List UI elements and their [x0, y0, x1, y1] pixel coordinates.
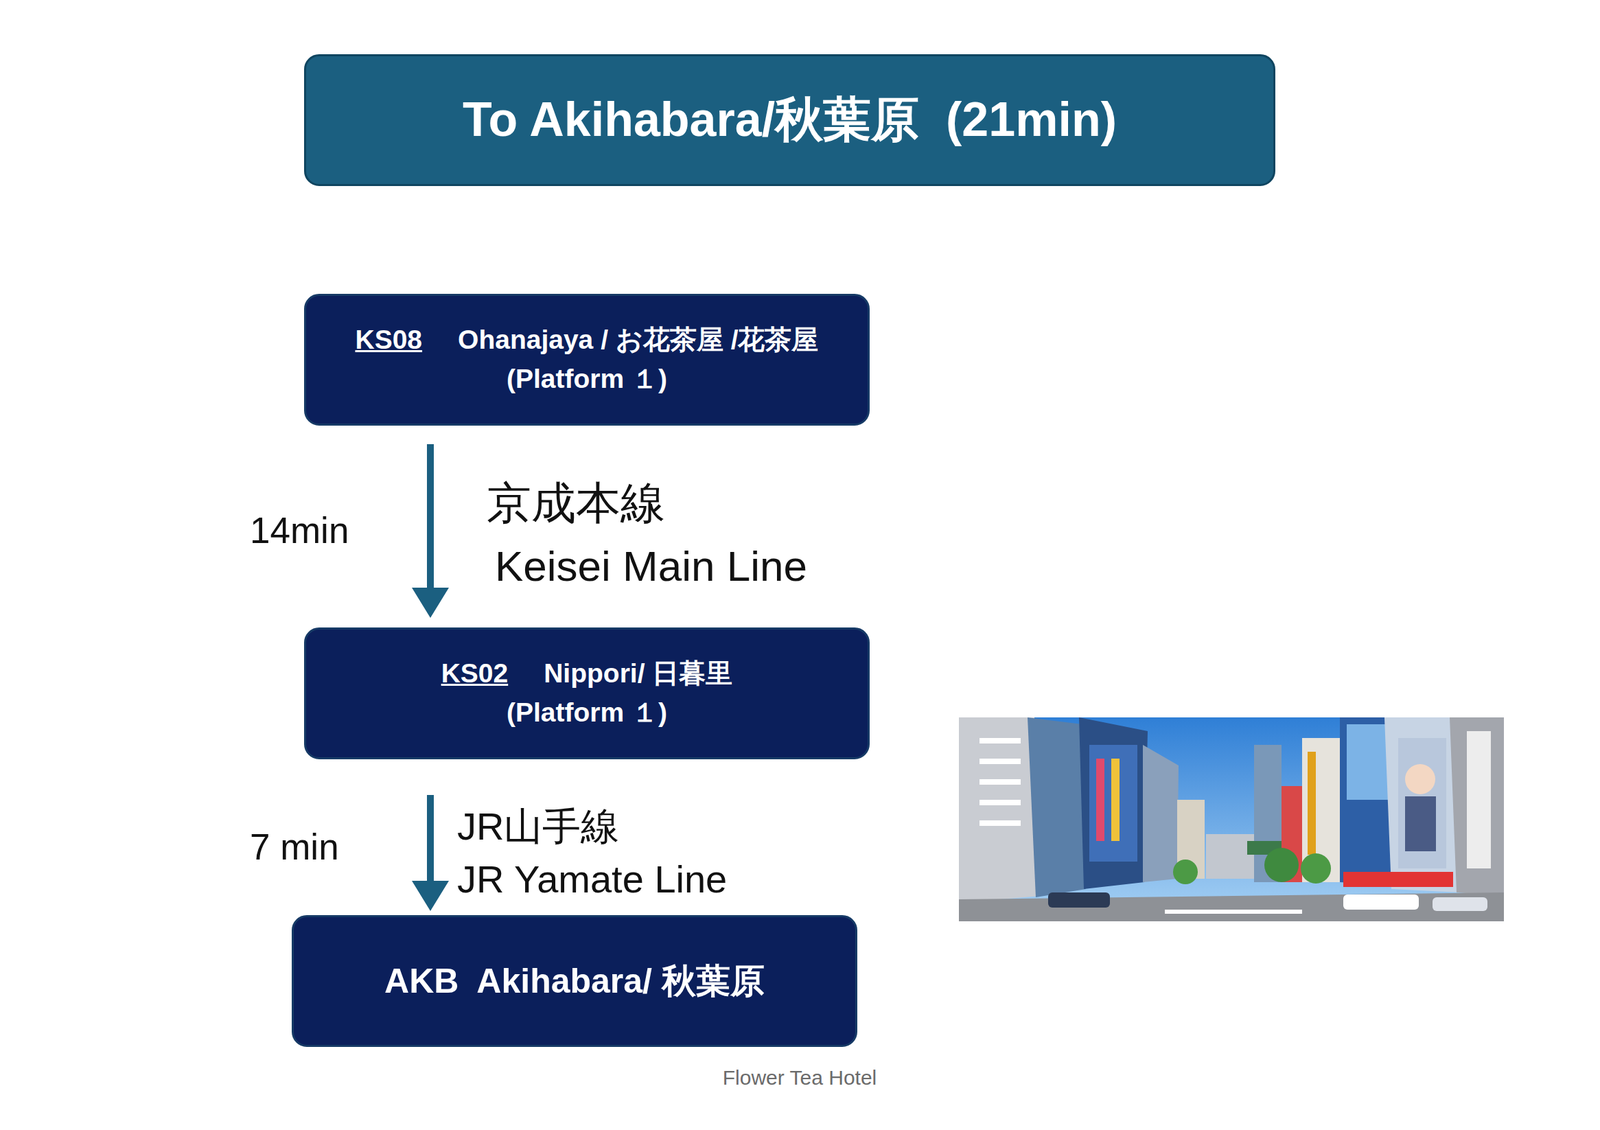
line-name: JR山手線: [457, 803, 620, 850]
text-row: AKB Akihabara/ 秋葉原: [384, 956, 765, 1007]
route-arrow: [411, 794, 449, 911]
akihabara-photo: [958, 717, 1504, 922]
station-text-group: KS08 Ohanajaya / お花茶屋 /花茶屋(Platform １): [354, 320, 819, 399]
travel-time: 7 min: [249, 825, 340, 869]
arrow-shaft: [426, 444, 434, 591]
station-box: KS08 Ohanajaya / お花茶屋 /花茶屋(Platform １): [304, 293, 870, 426]
station-name: (Platform １): [506, 693, 668, 733]
title-banner: To Akihabara/秋葉原 (21min): [304, 54, 1276, 187]
text-row: (Platform １): [506, 359, 668, 399]
line-name: Keisei Main Line: [494, 540, 808, 592]
station-name: Nippori/ 日暮里: [543, 654, 733, 694]
station-name: Ohanajaya / お花茶屋 /花茶屋: [457, 320, 819, 360]
line-name: 京成本線: [486, 476, 666, 530]
station-box: AKB Akihabara/ 秋葉原: [291, 914, 858, 1047]
arrow-head: [411, 880, 449, 911]
station-name: (Platform １): [506, 359, 668, 399]
route-arrow: [411, 444, 449, 618]
station-text-group: KS02 Nippori/ 日暮里(Platform １): [441, 654, 734, 732]
text-row: (Platform １): [506, 693, 668, 733]
text-row: KS02 Nippori/ 日暮里: [441, 654, 734, 694]
travel-time: 14min: [249, 508, 349, 553]
arrow-head: [411, 587, 449, 618]
station-code: KS08: [354, 320, 423, 360]
line-name: JR Yamate Line: [457, 855, 727, 902]
footer-note: Flower Tea Hotel: [722, 1065, 878, 1091]
station-text-group: AKB Akihabara/ 秋葉原: [384, 956, 765, 1007]
station-code: KS02: [441, 654, 509, 694]
arrow-shaft: [426, 794, 434, 884]
station-name: AKB Akihabara/ 秋葉原: [384, 956, 765, 1007]
station-box: KS02 Nippori/ 日暮里(Platform １): [304, 627, 870, 760]
text-row: KS08 Ohanajaya / お花茶屋 /花茶屋: [354, 320, 819, 360]
title-text: To Akihabara/秋葉原 (21min): [462, 87, 1117, 153]
